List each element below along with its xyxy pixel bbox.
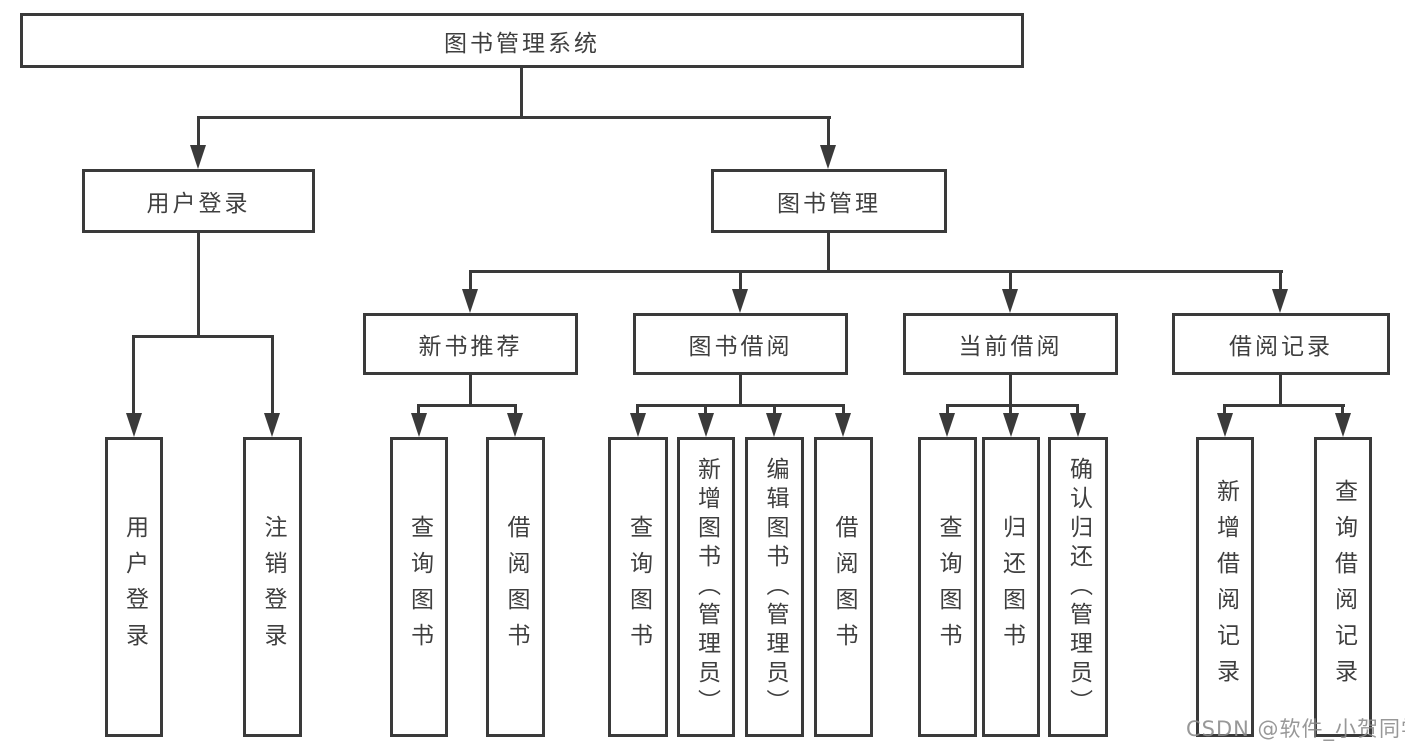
connector-stub [271, 338, 274, 413]
leaf-current-return-books: 归还图书 [982, 437, 1040, 737]
arrow-down-icon [1070, 413, 1086, 437]
connector-hline [417, 404, 517, 407]
leaf-borrowing-borrow-books: 借阅图书 [814, 437, 873, 737]
node-new-book-recommend: 新书推荐 [363, 313, 578, 375]
node-user-login: 用户登录 [82, 169, 315, 233]
arrow-down-icon [698, 413, 714, 437]
arrow-down-icon [507, 413, 523, 437]
connector-vline [1279, 375, 1282, 406]
connector-stub [946, 407, 949, 414]
node-book-borrowing: 图书借阅 [633, 313, 848, 375]
arrow-down-icon [732, 289, 748, 313]
connector-vline [739, 375, 742, 406]
leaf-label: 确认归还（管理员） [1065, 456, 1092, 718]
connector-stub [1009, 273, 1012, 290]
connector-stub [1279, 273, 1282, 290]
connector-stub [1009, 407, 1012, 414]
connector-hline [636, 404, 845, 407]
connector-hline [469, 270, 1283, 273]
leaf-label: 用户登录 [121, 515, 148, 659]
connector-stub [417, 407, 420, 414]
leaf-label: 编辑图书（管理员） [762, 456, 788, 718]
connector-hline [1223, 404, 1345, 407]
connector-vline [827, 233, 830, 272]
leaf-records-query-borrow-record: 查询借阅记录 [1314, 437, 1372, 737]
node-borrowing-records: 借阅记录 [1172, 313, 1390, 375]
connector-vline [469, 375, 472, 406]
arrow-down-icon [1335, 413, 1351, 437]
arrow-down-icon [1217, 413, 1233, 437]
connector-stub [739, 273, 742, 290]
connector-stub [514, 407, 517, 414]
csdn-watermark: CSDN @软件_小贺同学 [1186, 717, 1405, 741]
connector-stub [1076, 407, 1079, 414]
connector-stub [704, 407, 707, 414]
arrow-down-icon [1272, 289, 1288, 313]
node-root-library-system: 图书管理系统 [20, 13, 1024, 68]
arrow-down-icon [126, 413, 142, 437]
arrow-down-icon [835, 413, 851, 437]
connector-vline [520, 68, 523, 119]
arrow-down-icon [630, 413, 646, 437]
connector-vline [1009, 375, 1012, 406]
connector-stub [842, 407, 845, 414]
node-label: 当前借阅 [958, 334, 1063, 360]
connector-stub [636, 407, 639, 414]
arrow-down-icon [1003, 413, 1019, 437]
connector-stub [827, 119, 830, 146]
leaf-records-add-borrow-record: 新增借阅记录 [1196, 437, 1254, 737]
arrow-down-icon [1002, 289, 1018, 313]
leaf-newbook-borrow-books: 借阅图书 [486, 437, 545, 737]
node-label: 图书借阅 [688, 334, 793, 360]
leaf-borrowing-query-books: 查询图书 [608, 437, 668, 737]
leaf-label: 查询借阅记录 [1330, 479, 1357, 695]
connector-stub [132, 338, 135, 413]
leaf-logout: 注销登录 [243, 437, 302, 737]
leaf-current-query-books: 查询图书 [918, 437, 977, 737]
leaf-newbook-query-books: 查询图书 [390, 437, 448, 737]
node-label: 图书管理系统 [444, 30, 600, 57]
node-label: 图书管理 [777, 191, 881, 217]
leaf-label: 注销登录 [260, 515, 286, 659]
leaf-user-login: 用户登录 [105, 437, 163, 737]
leaf-borrowing-edit-books-admin: 编辑图书（管理员） [745, 437, 804, 737]
leaf-label: 归还图书 [998, 515, 1025, 659]
arrow-down-icon [939, 413, 955, 437]
arrow-down-icon [411, 413, 427, 437]
connector-stub [1223, 407, 1226, 414]
arrow-down-icon [264, 413, 280, 437]
connector-stub [469, 273, 472, 290]
connector-hline [197, 116, 831, 119]
connector-stub [1341, 407, 1344, 414]
node-label: 新书推荐 [418, 334, 523, 360]
connector-vline [197, 233, 200, 335]
node-current-borrowing: 当前借阅 [903, 313, 1118, 375]
node-label: 借阅记录 [1229, 334, 1333, 360]
arrow-down-icon [462, 289, 478, 313]
node-label: 用户登录 [146, 191, 251, 217]
node-book-management: 图书管理 [711, 169, 947, 233]
leaf-current-confirm-return-admin: 确认归还（管理员） [1048, 437, 1108, 737]
connector-hline [946, 404, 1079, 407]
connector-hline [132, 335, 274, 338]
leaf-label: 查询图书 [625, 515, 652, 659]
connector-stub [773, 407, 776, 414]
arrow-down-icon [766, 413, 782, 437]
connector-stub [197, 119, 200, 146]
arrow-down-icon [820, 145, 836, 169]
leaf-label: 借阅图书 [831, 515, 857, 659]
leaf-label: 新增图书（管理员） [693, 456, 720, 718]
leaf-label: 查询图书 [406, 515, 433, 659]
leaf-label: 查询图书 [935, 515, 961, 659]
leaf-label: 借阅图书 [503, 515, 529, 659]
leaf-borrowing-add-books-admin: 新增图书（管理员） [677, 437, 735, 737]
arrow-down-icon [190, 145, 206, 169]
leaf-label: 新增借阅记录 [1212, 479, 1239, 695]
